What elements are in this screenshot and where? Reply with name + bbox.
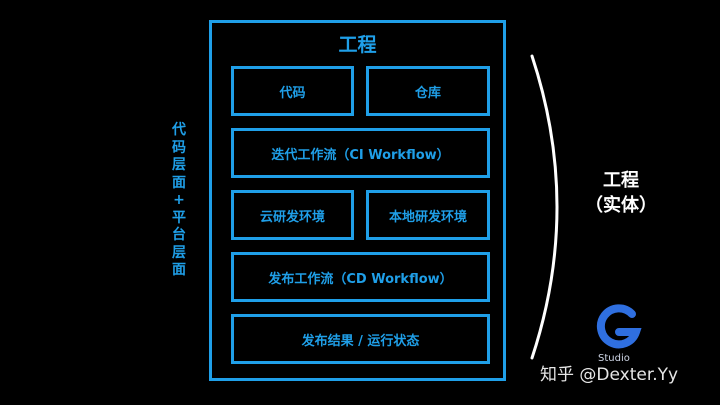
side-label-char: 层 [172,157,186,173]
side-label-char: 码 [172,139,186,156]
side-label: 代 码 层 面 + 平 台 层 面 [166,122,192,280]
side-label-char: 代 [172,122,186,138]
entity-label: 工程 （实体） [576,168,666,218]
diagram-title: 工程 [338,34,377,56]
engineering-frame [209,20,506,381]
box-cloud-dev-env: 云研发环境 [231,190,354,240]
box-release-workflow: 发布工作流（CD Workflow） [231,252,490,302]
box-repo: 仓库 [366,66,490,116]
box-local-dev-env: 本地研发环境 [366,190,490,240]
entity-label-line1: 工程 [603,170,639,191]
box-iterative-workflow: 迭代工作流（CI Workflow） [231,128,490,178]
bracket-arc [530,54,559,360]
side-label-char: 平 [172,209,186,226]
side-label-char: 层 [172,244,186,261]
g-logo-icon [596,304,642,349]
box-release-result: 发布结果 / 运行状态 [231,314,490,364]
side-label-char: 面 [172,174,186,191]
logo-subtext: Studio [598,353,630,364]
watermark-text: 知乎 @Dexter.Yy [540,365,679,385]
side-label-char: 台 [172,227,186,243]
entity-label-line2: （实体） [585,195,657,216]
side-label-char: 面 [172,262,186,278]
box-code: 代码 [231,66,354,116]
side-label-char: + [173,192,185,208]
